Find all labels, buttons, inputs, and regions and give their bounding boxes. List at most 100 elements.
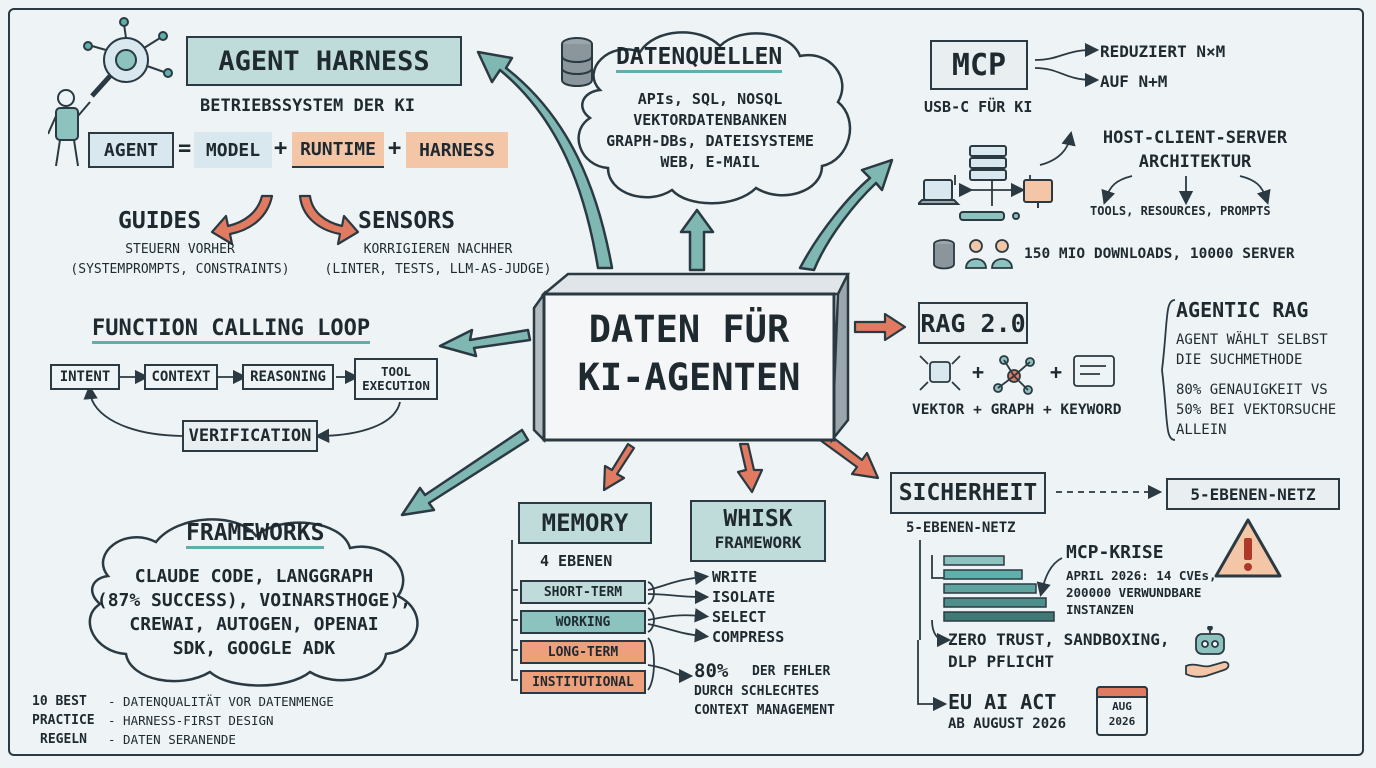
- datenquellen-line2: VEKTORDATENBANKEN: [633, 111, 787, 129]
- mcp-crisis-line3: INSTANZEN: [1066, 602, 1134, 617]
- zero-trust-line1: ZERO TRUST, SANDBOXING,: [948, 630, 1170, 649]
- rag-caption: VEKTOR + GRAPH + KEYWORD: [912, 402, 1122, 418]
- step-verification: VERIFICATION: [182, 420, 318, 452]
- whisk-error-line3: CONTEXT MANAGEMENT: [694, 703, 835, 718]
- sensors-line1: KORRIGIEREN NACHHER: [363, 242, 513, 257]
- formula-harness: HARNESS: [406, 132, 508, 168]
- frameworks-line1: CLAUDE CODE, LANGGRAPH: [134, 566, 374, 587]
- step-intent: INTENT: [50, 364, 120, 390]
- memory-title: MEMORY: [518, 502, 652, 544]
- datenquellen-line1: APIs, SQL, NOSQL: [637, 90, 783, 108]
- arrow-to-rag: [853, 312, 907, 342]
- arrow-to-whisk: [736, 442, 764, 494]
- whisk-error-pct: 80%: [694, 660, 729, 682]
- step-tool-execution: TOOL EXECUTION: [354, 358, 438, 400]
- host-client-server-icon: [918, 145, 1053, 221]
- sensors-title: SENSORS: [358, 208, 455, 234]
- users-icon: [933, 239, 1013, 270]
- five-layer-net-bars: [943, 555, 1055, 622]
- arrow-to-frameworks: [400, 428, 530, 517]
- agentic-rag-title: AGENTIC RAG: [1176, 298, 1309, 322]
- whisk-op-isolate: ISOLATE: [712, 588, 776, 606]
- center-title-line2: KI-AGENTEN: [577, 356, 801, 399]
- mcp-title: MCP: [930, 40, 1028, 90]
- whisk-title2: FRAMEWORK: [714, 533, 802, 552]
- center-title-line1: DATEN FÜR: [588, 308, 790, 351]
- mcp-note2: AUF N+M: [1100, 72, 1168, 91]
- whisk-title-box: WHISK FRAMEWORK: [690, 500, 826, 562]
- arrow-to-mcp: [798, 158, 894, 272]
- guides-line1: STEUERN VORHER: [125, 242, 235, 257]
- net-box: 5-EBENEN-NETZ: [1166, 478, 1340, 510]
- mcp-crisis-line2: 200000 VERWUNDBARE: [1066, 585, 1202, 600]
- mcp-arch-line1: HOST-CLIENT-SERVER: [1102, 128, 1288, 148]
- datenquellen-title: DATENQUELLEN: [616, 44, 783, 73]
- whisk-op-compress: COMPRESS: [712, 628, 785, 646]
- guides-line2: (SYSTEMPROMPTS, CONSTRAINTS): [70, 262, 290, 277]
- best-practice-item1: - DATENQUALITÄT VOR DATENMENGE: [108, 694, 334, 709]
- tool-line2: EXECUTION: [362, 378, 430, 393]
- accuracy-line2: 50% BEI VEKTORSUCHE: [1176, 402, 1337, 418]
- frameworks-line4: SDK, GOOGLE ADK: [172, 638, 336, 659]
- agent-with-magnifier-icon: [48, 17, 173, 167]
- formula-equals: =: [178, 136, 192, 161]
- memory-subtitle: 4 EBENEN: [540, 552, 613, 570]
- whisk-error-line2: DURCH SCHLECHTES: [694, 684, 820, 699]
- agentic-rag-line2: DIE SUCHMETHODE: [1176, 352, 1303, 368]
- warning-icon: [1214, 518, 1282, 578]
- best-practice-item3: - DATEN SERANENDE: [108, 732, 236, 747]
- memory-level-working: WORKING: [520, 610, 646, 634]
- calendar-year: 2026: [1108, 715, 1136, 728]
- agent-harness-subtitle: BETRIEBSSYSTEM DER KI: [200, 96, 415, 116]
- calendar-icon: AUG 2026: [1096, 686, 1148, 736]
- best-practice-label3: REGELN: [40, 732, 87, 747]
- rag-plus-2: +: [1050, 360, 1063, 384]
- frameworks-line2: (87% SUCCESS), VOINARSTHOGE),: [96, 590, 412, 611]
- eu-ai-act-title: EU AI ACT: [948, 690, 1057, 714]
- whisk-error-line1: DER FEHLER: [752, 664, 831, 679]
- step-context: CONTEXT: [144, 364, 218, 390]
- arrow-to-agent-harness: [476, 50, 614, 270]
- best-practice-label1: 10 BEST: [32, 694, 87, 709]
- function-calling-title: FUNCTION CALLING LOOP: [92, 316, 371, 344]
- mcp-crisis-line1: APRIL 2026: 14 CVEs,: [1066, 568, 1217, 583]
- best-practice-label2: PRACTICE: [32, 713, 95, 728]
- whisk-op-select: SELECT: [712, 608, 767, 626]
- mcp-stats: 150 MIO DOWNLOADS, 10000 SERVER: [1024, 246, 1295, 262]
- formula-agent: AGENT: [88, 132, 174, 168]
- sensors-line2: (LINTER, TESTS, LLM-AS-JUDGE): [324, 262, 552, 277]
- datenquellen-cloud: [577, 31, 852, 205]
- sicherheit-title: SICHERHEIT: [890, 472, 1046, 514]
- mcp-arch-line2: ARCHITEKTUR: [1138, 152, 1252, 172]
- center-block-3d: [532, 272, 851, 444]
- formula-plus-1: +: [274, 136, 288, 161]
- formula-runtime: RUNTIME: [292, 132, 384, 168]
- frameworks-cloud: [88, 518, 419, 687]
- agentic-rag-line1: AGENT WÄHLT SELBST: [1176, 332, 1328, 348]
- step-reasoning: REASONING: [242, 364, 334, 390]
- database-icon: [561, 37, 593, 87]
- whisk-title1: WHISK: [723, 506, 793, 532]
- rag-plus-1: +: [972, 360, 985, 384]
- formula-plus-2: +: [388, 136, 402, 161]
- robot-hand-icon: [1185, 626, 1230, 678]
- arrow-to-function-loop: [438, 328, 532, 358]
- poster-frame: [8, 8, 1364, 756]
- memory-level-long-term: LONG-TERM: [520, 640, 646, 664]
- frameworks-title: FRAMEWORKS: [186, 520, 325, 549]
- mcp-note1: REDUZIERT N×M: [1100, 42, 1226, 61]
- arrow-to-sicherheit: [818, 430, 880, 480]
- best-practice-item2: - HARNESS-FIRST DESIGN: [108, 713, 274, 728]
- mcp-subtitle: USB-C FÜR KI: [924, 98, 1033, 116]
- rag-method-icons: [919, 355, 1115, 395]
- net-label: 5-EBENEN-NETZ: [906, 520, 1016, 536]
- guides-title: GUIDES: [118, 208, 202, 234]
- frameworks-line3: CREWAI, AUTOGEN, OPENAI: [129, 614, 379, 635]
- arrow-to-sensors: [298, 194, 360, 246]
- arrow-to-guides: [210, 194, 274, 246]
- memory-level-short-term: SHORT-TERM: [520, 580, 646, 604]
- agent-harness-title: AGENT HARNESS: [186, 36, 462, 86]
- eu-ai-act-date: AB AUGUST 2026: [948, 716, 1067, 732]
- whisk-op-write: WRITE: [712, 568, 758, 586]
